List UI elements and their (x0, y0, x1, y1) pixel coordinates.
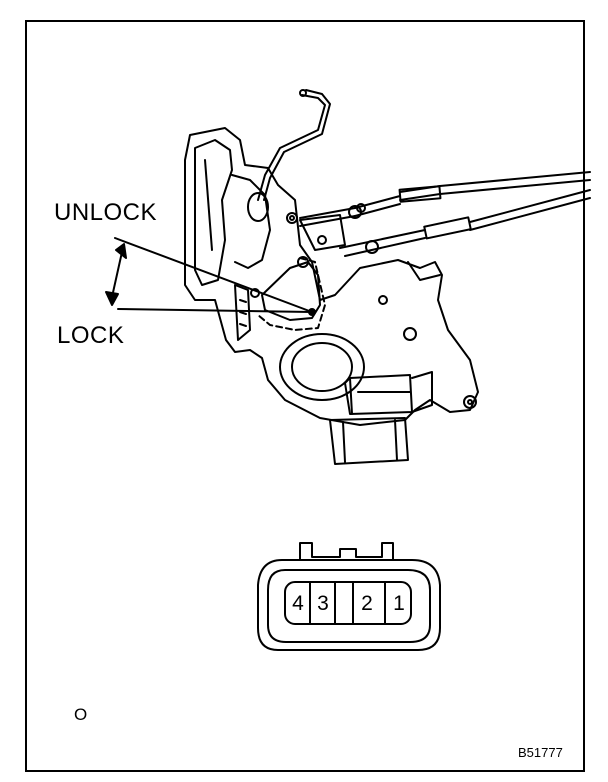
connector-pin-1: 1 (393, 592, 405, 615)
double-arrow-icon (105, 243, 127, 306)
unlock-label: UNLOCK (54, 199, 158, 226)
control-cables (299, 171, 591, 257)
figure-code: B51777 (518, 745, 563, 760)
motor-housing (279, 333, 433, 465)
connector-pin-2: 2 (361, 592, 373, 615)
figure-frame (25, 20, 585, 772)
indicator-lines (114, 237, 313, 313)
lock-label: LOCK (57, 322, 125, 349)
bottom-left-mark: O (74, 705, 88, 724)
lock-body (184, 127, 479, 426)
linkage-rod (257, 89, 331, 201)
lock-lever (250, 256, 326, 331)
connector-pin-4: 4 (292, 592, 304, 615)
connector-pin-3: 3 (317, 592, 329, 615)
connector-outline (257, 542, 441, 651)
